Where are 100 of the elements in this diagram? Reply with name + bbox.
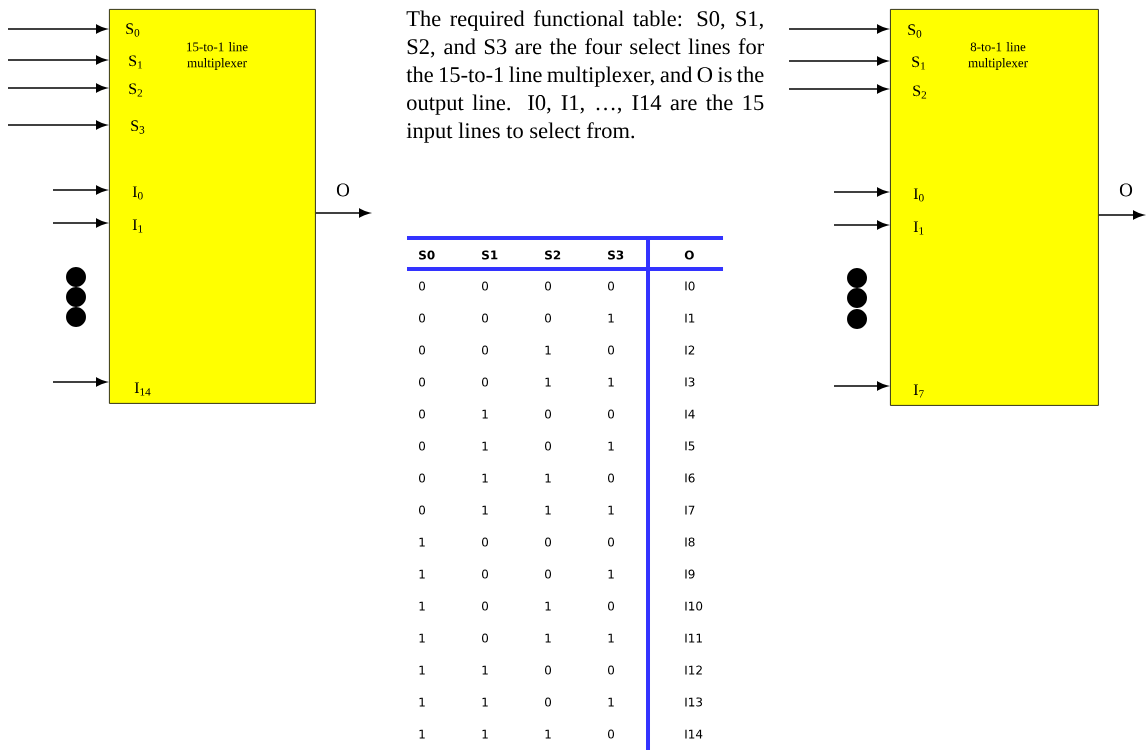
table-cell: 0 bbox=[608, 537, 615, 547]
table-cell: I1 bbox=[685, 313, 695, 323]
table-cell: 0 bbox=[545, 569, 552, 579]
table-cell: 0 bbox=[419, 409, 426, 419]
table-cell: 1 bbox=[482, 409, 488, 419]
column-header: S0 bbox=[419, 250, 435, 260]
column-header: S1 bbox=[482, 250, 498, 260]
pin-label: S$_{1}$ bbox=[912, 56, 926, 70]
pin-label: I$_{14}$ bbox=[134, 382, 151, 396]
table-cell: 1 bbox=[482, 441, 488, 451]
arrow bbox=[52, 377, 107, 387]
table-cell: 0 bbox=[482, 313, 489, 323]
table-cell: 0 bbox=[419, 281, 426, 291]
pin-label: I$_{0}$ bbox=[132, 186, 143, 200]
table-cell: I4 bbox=[685, 409, 695, 419]
table-cell: 1 bbox=[608, 633, 614, 643]
column-header: S2 bbox=[545, 250, 561, 260]
pin-label: I$_{1}$ bbox=[913, 221, 924, 235]
table-cell: 1 bbox=[608, 697, 614, 707]
arrow bbox=[7, 24, 107, 34]
table-cell: 0 bbox=[482, 281, 489, 291]
table-cell: 1 bbox=[482, 505, 488, 515]
table-cell: 0 bbox=[482, 633, 489, 643]
table-cell: 0 bbox=[545, 409, 552, 419]
table-cell: 0 bbox=[545, 665, 552, 675]
table-cell: 1 bbox=[419, 601, 425, 611]
table-cell: I14 bbox=[685, 729, 703, 739]
table-cell: 0 bbox=[608, 601, 615, 611]
table-cell: 1 bbox=[419, 697, 425, 707]
table-cell: 1 bbox=[482, 473, 488, 483]
table-cell: 0 bbox=[545, 441, 552, 451]
table-cell: 1 bbox=[545, 601, 551, 611]
table-cell: 0 bbox=[419, 313, 426, 323]
table-cell: 0 bbox=[545, 281, 552, 291]
arrow bbox=[7, 55, 107, 65]
table-cell: 1 bbox=[608, 569, 614, 579]
table-cell: 1 bbox=[482, 729, 488, 739]
table-cell: 1 bbox=[608, 441, 614, 451]
arrow bbox=[1098, 210, 1144, 220]
table-cell: 1 bbox=[608, 505, 614, 515]
arrow bbox=[833, 187, 888, 197]
column-header: S3 bbox=[608, 250, 624, 260]
pin-label: I$_{0}$ bbox=[913, 188, 924, 202]
pin-label: S$_{2}$ bbox=[913, 85, 927, 99]
arrow bbox=[315, 208, 370, 218]
pin-label: S$_{3}$ bbox=[131, 120, 145, 134]
arrow bbox=[52, 185, 107, 195]
table-cell: 0 bbox=[419, 377, 426, 387]
table-cell: 0 bbox=[482, 569, 489, 579]
table-cell: 1 bbox=[482, 697, 488, 707]
table-cell: 0 bbox=[482, 537, 489, 547]
table-cell: 1 bbox=[545, 505, 551, 515]
table-cell: 0 bbox=[608, 409, 615, 419]
table-cell: 0 bbox=[482, 377, 489, 387]
pin-label: I$_{1}$ bbox=[132, 219, 143, 233]
table-cell: 1 bbox=[545, 377, 551, 387]
table-cell: I8 bbox=[685, 537, 695, 547]
table-cell: 1 bbox=[545, 345, 551, 355]
table-cell: I7 bbox=[685, 505, 695, 515]
table-cell: I6 bbox=[685, 473, 695, 483]
table-cell: 0 bbox=[608, 729, 615, 739]
table-cell: I5 bbox=[685, 441, 695, 451]
description-text: The required functional table: S0, S1, S2, and S3 are the four select lines for the 15-to-1 line multiplexer, and O is the output line. I0, I1, …, I14 are the 15 input lines to select from. bbox=[406, 10, 765, 143]
column-header: O bbox=[684, 250, 694, 260]
edge-label: O bbox=[1118, 182, 1134, 198]
table-cell: I10 bbox=[685, 601, 703, 611]
table-cell: 0 bbox=[545, 537, 552, 547]
table-cell: 1 bbox=[419, 665, 425, 675]
table-cell: 1 bbox=[482, 665, 488, 675]
table-cell: I9 bbox=[685, 569, 695, 579]
table-cell: 1 bbox=[419, 633, 425, 643]
table-cell: 1 bbox=[419, 729, 425, 739]
arrow bbox=[7, 83, 107, 93]
arrow bbox=[788, 24, 888, 34]
table-cell: 0 bbox=[482, 345, 489, 355]
table-cell: I2 bbox=[685, 345, 695, 355]
table-cell: 1 bbox=[419, 569, 425, 579]
table-cell: 0 bbox=[419, 505, 426, 515]
arrow bbox=[788, 84, 888, 94]
box-title: 15-to-1 line multiplexer bbox=[187, 42, 248, 70]
pin-label: S$_{2}$ bbox=[129, 83, 143, 97]
table-cell: 1 bbox=[608, 313, 614, 323]
arrow bbox=[788, 56, 888, 66]
pin-label: S$_{0}$ bbox=[126, 23, 140, 37]
arrow bbox=[833, 381, 888, 391]
table-cell: 1 bbox=[608, 377, 614, 387]
table-cell: 0 bbox=[419, 345, 426, 355]
arrow bbox=[7, 120, 107, 130]
table-cell: 1 bbox=[545, 633, 551, 643]
table-cell: 0 bbox=[608, 473, 615, 483]
table-cell: I13 bbox=[685, 697, 703, 707]
pin-label: I$_{7}$ bbox=[913, 384, 924, 398]
table-cell: 0 bbox=[608, 281, 615, 291]
table-cell: 0 bbox=[545, 697, 552, 707]
table-cell: 0 bbox=[608, 665, 615, 675]
table-cell: 0 bbox=[545, 313, 552, 323]
table-cell: 1 bbox=[419, 537, 425, 547]
arrow bbox=[52, 218, 107, 228]
table-cell: I0 bbox=[685, 281, 695, 291]
pin-label: S$_{1}$ bbox=[129, 55, 143, 69]
